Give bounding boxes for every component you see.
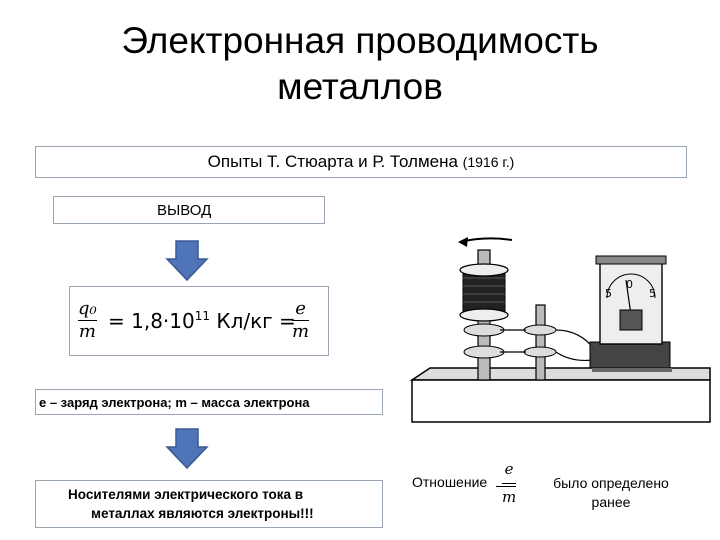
galvanometer-scale-left: 5 [605,287,612,300]
conclusion-line-1: Носителями электрического тока в [68,487,304,502]
subtitle-text: Опыты Т. Стюарта и Р. Толмена [207,152,463,171]
fraction-numerator: q₀ [78,298,97,319]
fraction-denominator: m [78,321,96,342]
fraction-numerator-e: e [295,298,306,319]
galvanometer-scale-zero: 0 [626,278,633,291]
down-arrow-icon-2 [165,428,209,470]
fraction-denominator-m: m [292,321,310,342]
formula-unit: Кл/кг = [210,309,296,333]
final-conclusion-box: Носителями электрического тока в металла… [35,480,383,528]
conclusion-heading: ВЫВОД [157,202,212,219]
charge-mass-note: e – заряд электрона; m – масса электрона [35,389,383,415]
charge-mass-fraction: q₀ m [78,299,97,342]
title-line-1: Электронная проводимость [121,20,599,61]
conclusion-line-2: металлах являются электроны!!! [91,506,314,521]
slide-title: Электронная проводимость металлов [0,18,720,110]
ratio-comment: было определено ранее [553,475,669,510]
down-arrow-icon [165,240,209,282]
formula-exponent: 11 [194,309,211,323]
formula-box: q₀ m = 1,8·1011 Кл/кг = e m [69,286,329,356]
tolman-stewart-apparatus-illustration: 5 0 5 [409,237,711,423]
experiment-subtitle-box: Опыты Т. Стюарта и Р. Толмена (1916 г.) [35,146,687,178]
ratio-note: Отношение e m было определено ранее [412,460,712,512]
subtitle-year: (1916 г.) [462,154,515,170]
ratio-label: Отношение [412,474,488,490]
e-m-fraction: e m [292,298,310,342]
galvanometer-scale-right: 5 [649,287,656,300]
ratio-denominator: m [502,488,517,506]
title-line-2: металлов [277,66,443,107]
ratio-numerator: e [504,460,514,478]
formula-value: = 1,8·1011 Кл/кг = [108,309,296,333]
conclusion-heading-box: ВЫВОД [53,196,325,224]
ratio-fraction: e m [502,460,517,507]
